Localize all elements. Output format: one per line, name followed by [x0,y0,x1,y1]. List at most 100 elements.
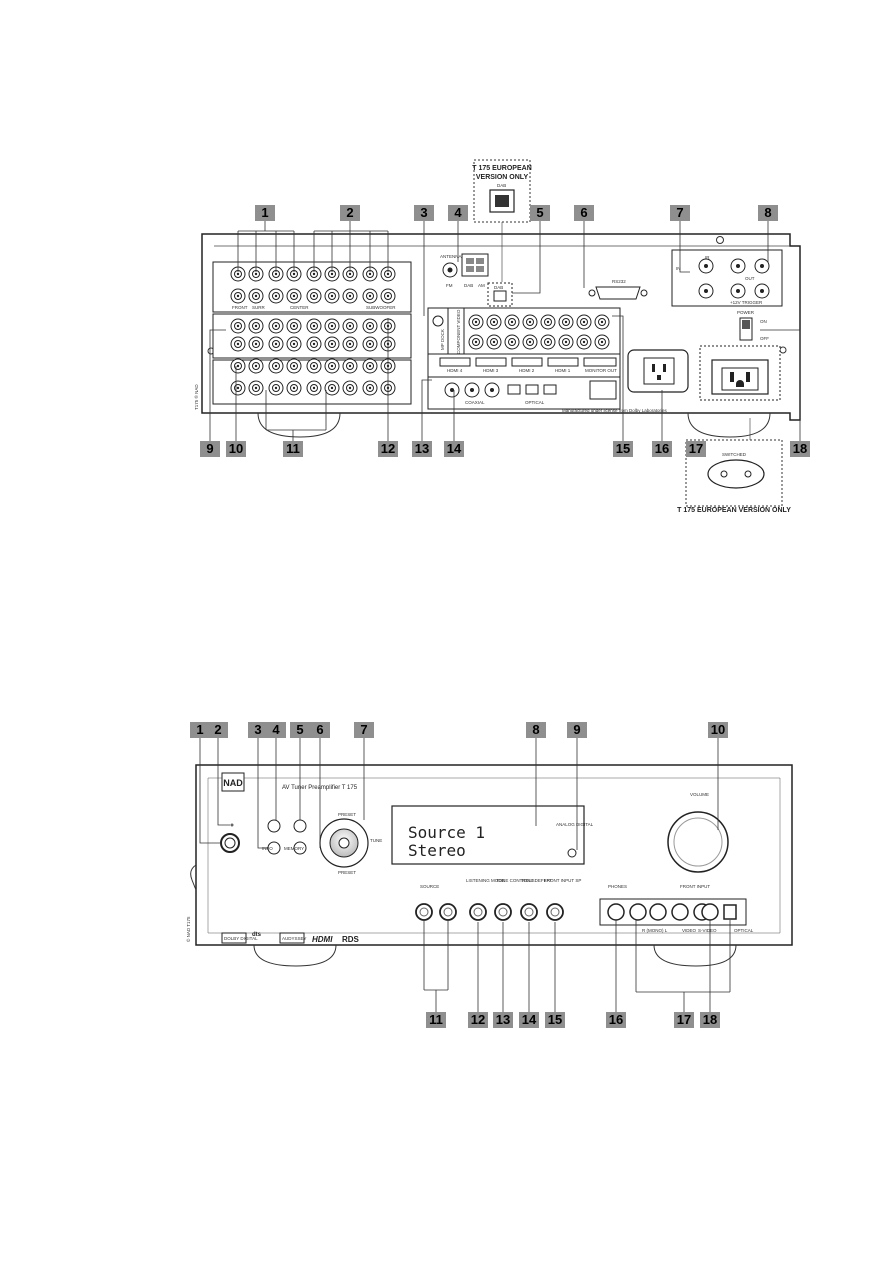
svg-text:MP DOCK: MP DOCK [440,329,445,350]
rear-rca-jack [248,380,264,396]
front-callout-10: 10 [708,722,728,738]
svg-text:HDMI 2: HDMI 2 [519,368,535,373]
button-4[interactable] [267,819,281,833]
svg-text:HDMI 3: HDMI 3 [483,368,499,373]
front-callout-9: 9 [567,722,587,738]
svg-text:IR: IR [705,255,710,260]
svg-text:OPTICAL: OPTICAL [525,400,545,405]
svg-text:17: 17 [689,441,703,456]
rear-rca-jack [342,358,358,374]
hdmi-logo: HDMI [312,935,333,944]
svg-text:16: 16 [655,441,669,456]
svg-text:MONITOR OUT: MONITOR OUT [585,368,617,373]
svg-text:5: 5 [536,205,543,220]
svg-text:POWER: POWER [737,310,755,315]
svg-text:7: 7 [360,722,367,737]
front-callout-2: 2 [208,722,228,738]
component-jack [486,314,502,330]
source-left-button[interactable] [415,903,433,921]
front-callout-12: 12 [468,1012,488,1028]
rs232-port: RS232 [588,279,648,300]
svg-text:S-VIDEO: S-VIDEO [698,928,717,933]
svg-text:4: 4 [272,722,280,737]
tone-defeat-button[interactable] [520,903,538,921]
display-sensor [567,848,577,858]
front-callout-15: 15 [545,1012,565,1028]
svg-text:5: 5 [296,722,303,737]
rear-callout-17: 17 [686,441,706,457]
antenna-block: ANTENNA FM DAB AM [440,253,489,288]
rear-rca-jack [286,288,302,304]
rear-rca-jack [324,336,340,352]
svg-text:2: 2 [346,205,353,220]
digital-input-block: COAXIAL OPTICAL Manufactured under licen… [427,376,668,413]
rear-leaders [209,221,801,441]
button-5[interactable] [293,819,307,833]
rear-callout-6: 6 [574,205,594,221]
tone-controls-button[interactable] [494,903,512,921]
svg-text:AUDYSSEY: AUDYSSEY [282,936,307,941]
svg-text:SURR: SURR [252,305,266,310]
rear-rca-jack [342,266,358,282]
rear-rca-jack [286,380,302,396]
svg-text:ANTENNA: ANTENNA [440,254,462,259]
rear-rca-jack [230,380,246,396]
svg-text:VIDEO: VIDEO [682,928,697,933]
front-panel: © NAD T175 NAD AV Tuner Preamplifier T 1… [185,738,793,1012]
component-jack [594,334,610,350]
rear-rca-jack [248,266,264,282]
svg-text:4: 4 [454,205,462,220]
rear-rca-jack [230,318,246,334]
svg-text:DOLBY DIGITAL: DOLBY DIGITAL [224,936,258,941]
svg-text:FRONT INPUT SP: FRONT INPUT SP [544,878,581,883]
usb-jack[interactable] [701,903,719,921]
phones-jack[interactable] [607,903,625,921]
listening-mode-button[interactable] [469,903,487,921]
rds-logo: RDS [342,935,360,944]
svg-text:FRONT: FRONT [232,305,248,310]
svg-text:OFF: OFF [760,336,769,341]
rear-rca-jack [286,266,302,282]
svg-text:T 175 EUROPEAN VERSION ONLY: T 175 EUROPEAN VERSION ONLY [677,507,791,514]
svg-text:OPTICAL: OPTICAL [734,928,754,933]
rear-callout-1: 1 [255,205,275,221]
rear-callout-3: 3 [414,205,434,221]
rear-callout-11: 11 [283,441,303,457]
svg-text:IN: IN [676,266,681,271]
rear-callout-15: 15 [613,441,633,457]
rear-rca-jack [342,288,358,304]
svg-text:DAB: DAB [464,283,473,288]
audio-r-jack[interactable] [629,903,647,921]
memory-button[interactable] [293,841,307,855]
rear-rca-jack [324,358,340,374]
rear-rca-jack [324,380,340,396]
standby-button[interactable] [220,833,240,853]
optical-port[interactable] [723,904,737,920]
svg-text:15: 15 [616,441,630,456]
svg-text:NAD: NAD [223,778,243,788]
video-jack[interactable] [671,903,689,921]
component-jack [540,334,556,350]
component-jack [522,334,538,350]
svg-text:+12V TRIGGER: +12V TRIGGER [730,300,763,305]
svg-text:13: 13 [415,441,429,456]
rear-rca-jack [268,266,284,282]
rear-callout-9: 9 [200,441,220,457]
audio-l-jack[interactable] [649,903,667,921]
svg-text:VOLUME: VOLUME [690,792,709,797]
rear-rca-jack [362,358,378,374]
svg-text:RS232: RS232 [612,279,626,284]
svg-text:HDMI 1: HDMI 1 [555,368,571,373]
volume-knob[interactable] [667,811,729,873]
svg-text:12: 12 [471,1012,485,1027]
front-side-label: © NAD T175 [185,916,191,942]
svg-text:ON: ON [760,319,767,324]
component-jack [486,334,502,350]
ac-inlet [627,349,689,393]
svg-text:COMPONENT VIDEO: COMPONENT VIDEO [456,309,461,354]
rear-rca-jack [342,336,358,352]
front-input-sp-button[interactable] [546,903,564,921]
svg-text:14: 14 [522,1012,537,1027]
source-right-button[interactable] [439,903,457,921]
rear-callout-2: 2 [340,205,360,221]
